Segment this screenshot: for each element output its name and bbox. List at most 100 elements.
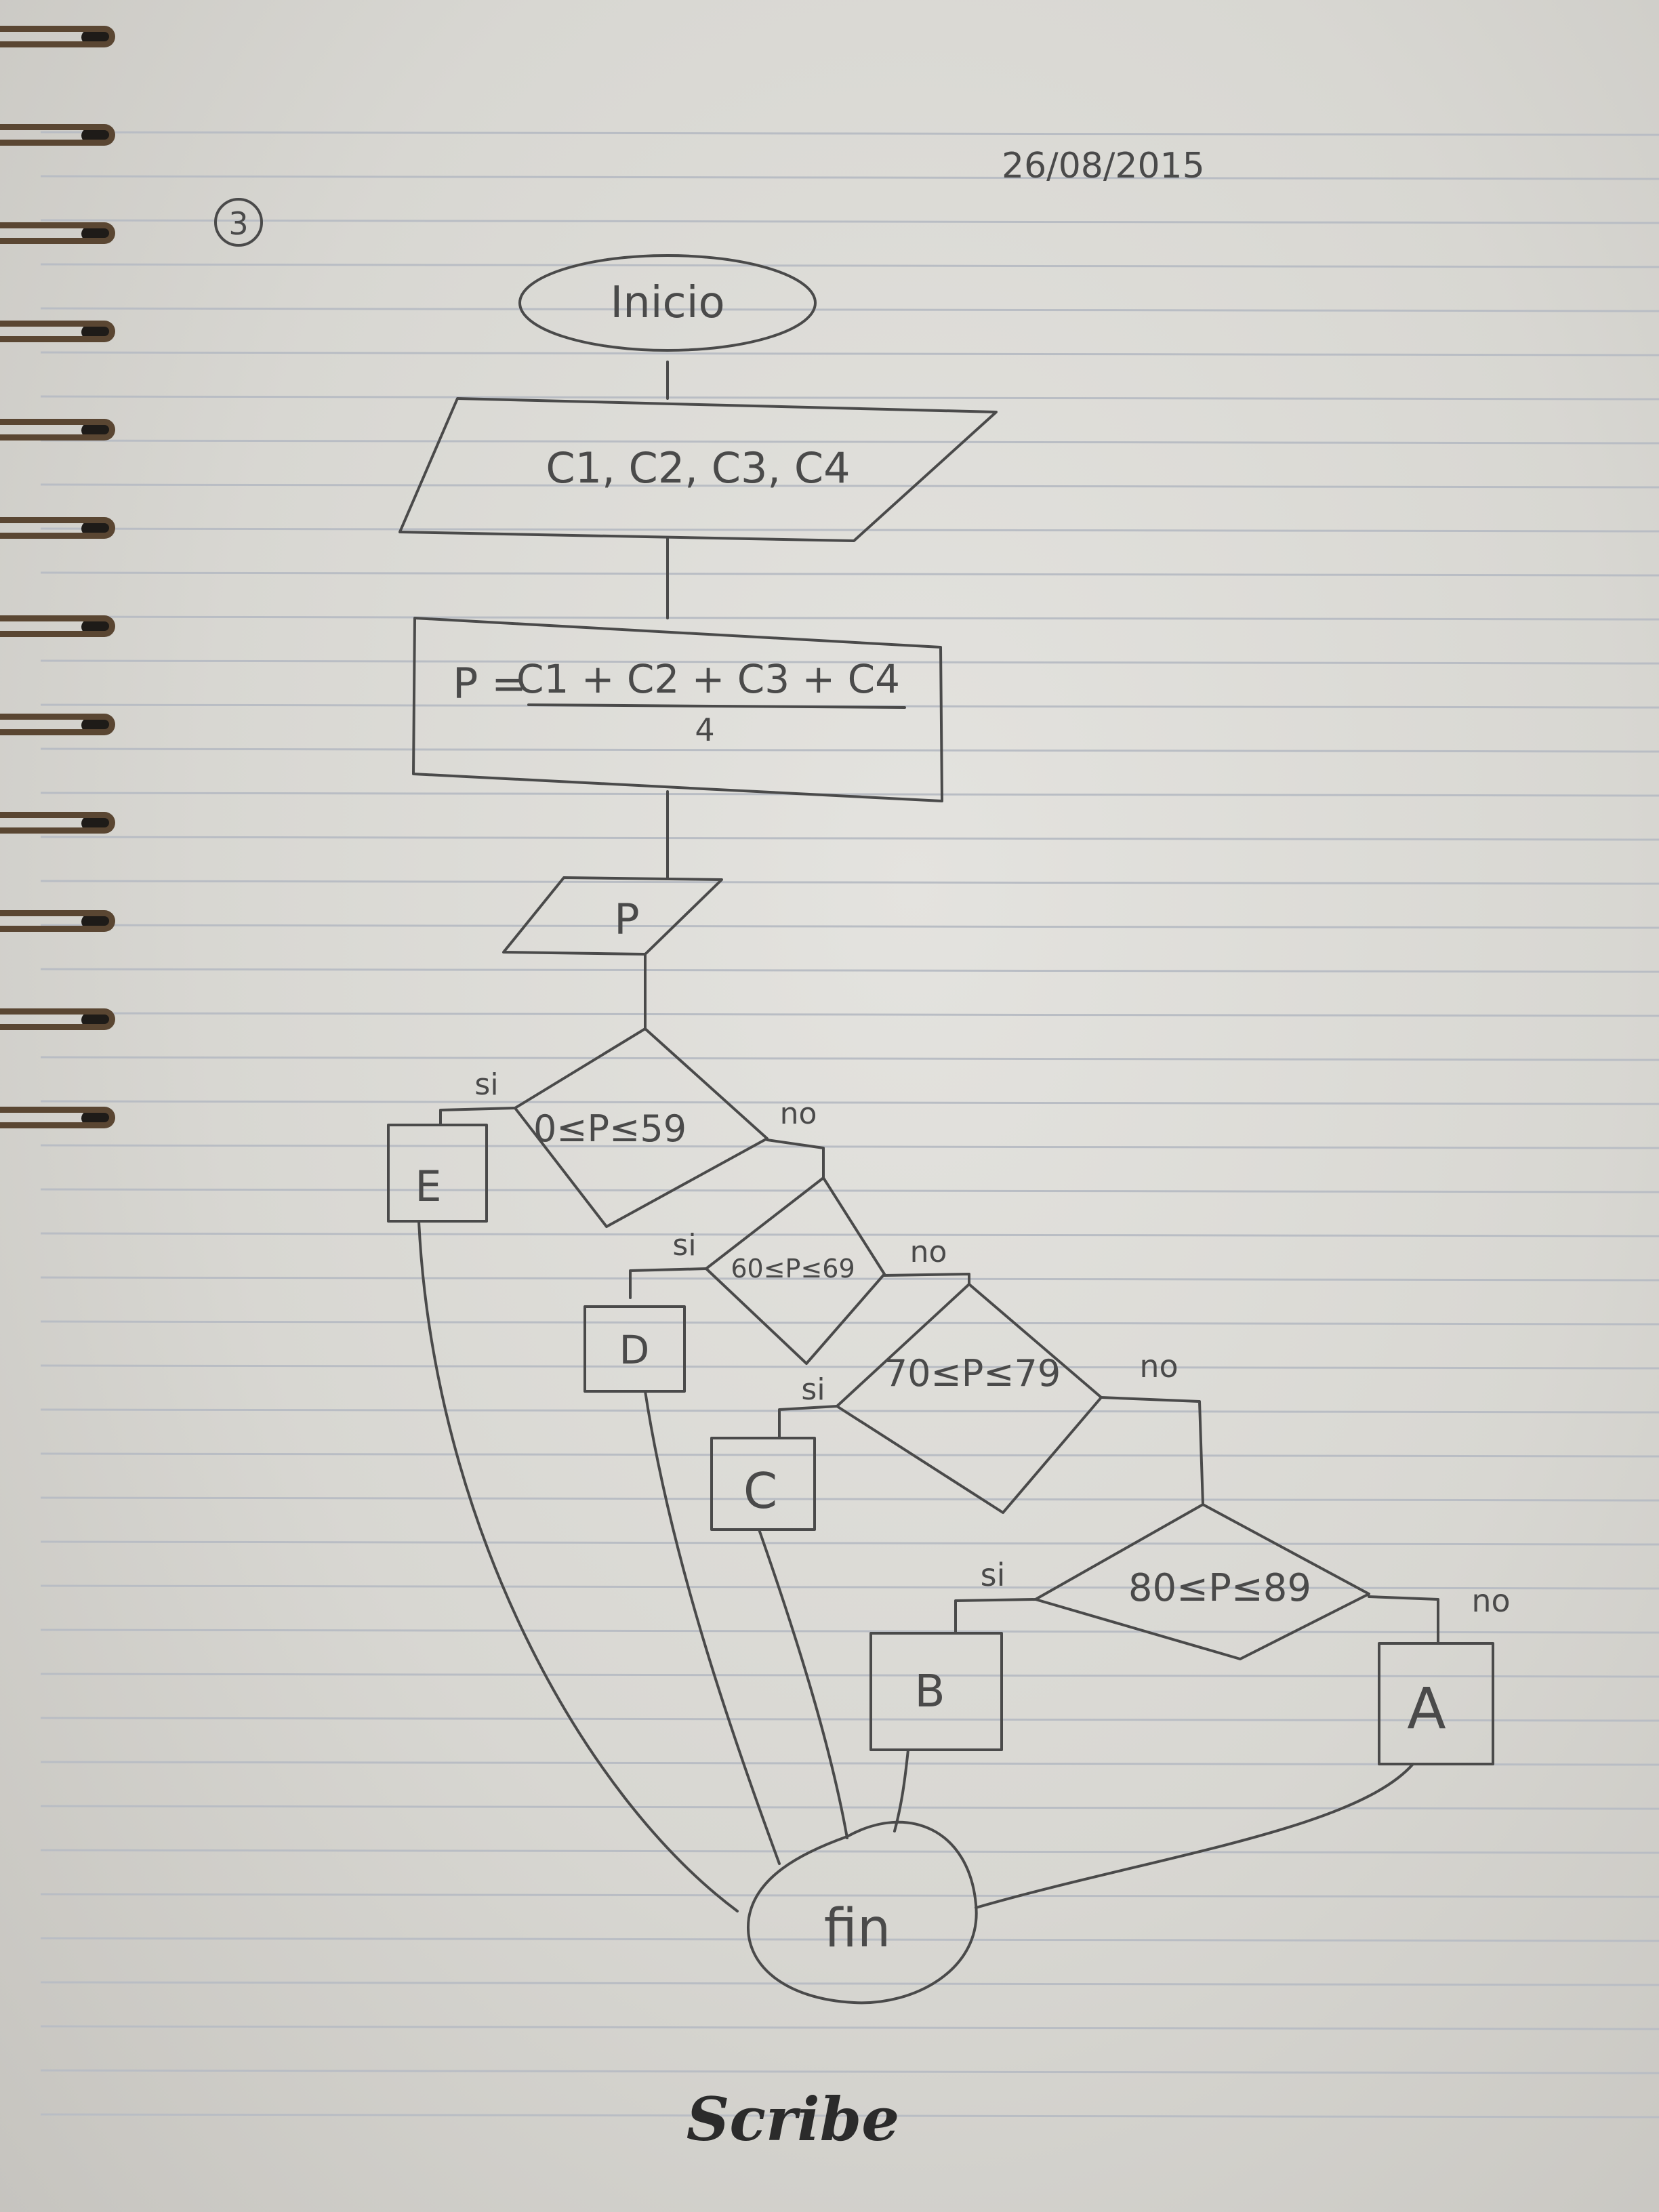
ruled-line xyxy=(40,395,1659,401)
ring-wire xyxy=(0,714,115,735)
ruled-line xyxy=(40,351,1659,356)
ring-wire xyxy=(0,124,115,146)
spiral-ring xyxy=(0,20,129,53)
decision-3-condition: 70≤P≤79 xyxy=(884,1352,1061,1395)
ruled-line xyxy=(40,1188,1659,1193)
ruled-line xyxy=(40,1364,1659,1370)
spiral-ring xyxy=(0,610,129,642)
input-parallelogram xyxy=(398,397,998,542)
grade-box-c xyxy=(710,1437,816,1531)
spiral-ring xyxy=(0,119,129,151)
start-label: Inicio xyxy=(610,278,724,328)
input-variables: C1, C2, C3, C4 xyxy=(546,443,850,493)
ring-wire xyxy=(0,1008,115,1030)
spiral-ring xyxy=(0,1003,129,1036)
spiral-ring xyxy=(0,217,129,249)
yes-branch-line xyxy=(954,1598,1037,1635)
yes-branch-line xyxy=(439,1107,516,1126)
spiral-ring xyxy=(0,806,129,839)
ring-wire xyxy=(0,910,115,932)
ruled-line xyxy=(40,1981,1659,1986)
ring-wire xyxy=(0,615,115,637)
decision-1-condition: 0≤P≤59 xyxy=(533,1107,687,1150)
grade-d-label: D xyxy=(619,1327,650,1373)
date-text: 26/08/2015 xyxy=(1002,146,1205,186)
connector-c-to-fin xyxy=(758,1528,848,1839)
start-terminal xyxy=(518,254,817,352)
ruled-line xyxy=(40,1056,1659,1061)
decision-3-yes-label: si xyxy=(801,1372,825,1407)
decision-3-no-label: no xyxy=(1139,1348,1178,1385)
ruled-line xyxy=(40,1100,1659,1105)
ruled-line xyxy=(40,2069,1659,2074)
process-numerator: C1 + C2 + C3 + C4 xyxy=(516,656,900,702)
output-variable: P xyxy=(614,895,639,944)
decision-1-yes-label: si xyxy=(474,1067,498,1102)
ring-wire xyxy=(0,419,115,441)
output-parallelogram xyxy=(502,876,723,956)
exercise-number: 3 xyxy=(228,205,248,242)
ruled-line xyxy=(40,1408,1659,1414)
ruled-line xyxy=(40,1717,1659,1722)
ruled-line xyxy=(40,1937,1659,1942)
end-terminal xyxy=(746,1820,978,2005)
spiral-ring xyxy=(0,413,129,446)
ruled-line xyxy=(40,571,1659,577)
spiral-ring xyxy=(0,1101,129,1134)
decision-4-diamond xyxy=(1034,1503,1370,1660)
spiral-ring xyxy=(0,512,129,544)
scribe-logo: Scribe xyxy=(687,2084,899,2154)
ruled-line xyxy=(40,792,1659,797)
ruled-line xyxy=(40,1232,1659,1237)
ruled-line xyxy=(40,307,1659,312)
ruled-line xyxy=(40,2025,1659,2030)
no-branch-line xyxy=(766,1139,825,1179)
connector-a-to-fin xyxy=(975,1763,1414,1909)
ruled-line xyxy=(40,1496,1659,1502)
ruled-line xyxy=(40,924,1659,929)
ruled-line xyxy=(40,1805,1659,1810)
ruled-line xyxy=(40,1452,1659,1458)
decision-2-yes-label: si xyxy=(672,1228,696,1263)
ruled-line xyxy=(40,219,1659,224)
fraction-bar xyxy=(527,703,906,709)
decision-4-no-label: no xyxy=(1471,1582,1510,1619)
ruled-line xyxy=(40,1673,1659,1678)
ruled-line xyxy=(40,747,1659,753)
ruled-line xyxy=(40,1584,1659,1590)
ring-wire xyxy=(0,26,115,47)
grade-box-e xyxy=(387,1124,488,1223)
connector-e-to-fin xyxy=(417,1220,739,1912)
ruled-line xyxy=(40,1144,1659,1149)
grade-e-label: E xyxy=(415,1162,441,1211)
ruled-line xyxy=(40,175,1659,180)
ring-wire xyxy=(0,517,115,539)
grade-b-label: B xyxy=(914,1665,945,1717)
ruled-line xyxy=(40,659,1659,665)
process-lhs: P = xyxy=(453,659,527,708)
ruled-line xyxy=(40,439,1659,445)
ruled-line xyxy=(40,1276,1659,1282)
ruled-line xyxy=(40,483,1659,489)
decision-2-diamond xyxy=(705,1176,886,1365)
grade-box-d xyxy=(583,1305,686,1393)
spiral-ring xyxy=(0,315,129,348)
ruled-line xyxy=(40,1849,1659,1854)
yes-branch-line xyxy=(778,1405,838,1438)
no-branch-line xyxy=(1100,1396,1204,1506)
ring-wire xyxy=(0,222,115,244)
ruled-line xyxy=(40,968,1659,973)
grade-box-a xyxy=(1378,1642,1494,1765)
decision-1-diamond xyxy=(514,1027,769,1228)
ring-wire xyxy=(0,1107,115,1128)
ruled-line xyxy=(40,880,1659,885)
process-box xyxy=(412,617,943,802)
decision-1-no-label: no xyxy=(780,1097,817,1131)
ruled-line xyxy=(40,1629,1659,1634)
decision-2-condition: 60≤P≤69 xyxy=(731,1254,855,1284)
grade-a-label: A xyxy=(1407,1675,1446,1742)
ruled-line xyxy=(40,263,1659,268)
decision-3-diamond xyxy=(836,1283,1103,1514)
connector-b-to-fin xyxy=(893,1748,909,1832)
